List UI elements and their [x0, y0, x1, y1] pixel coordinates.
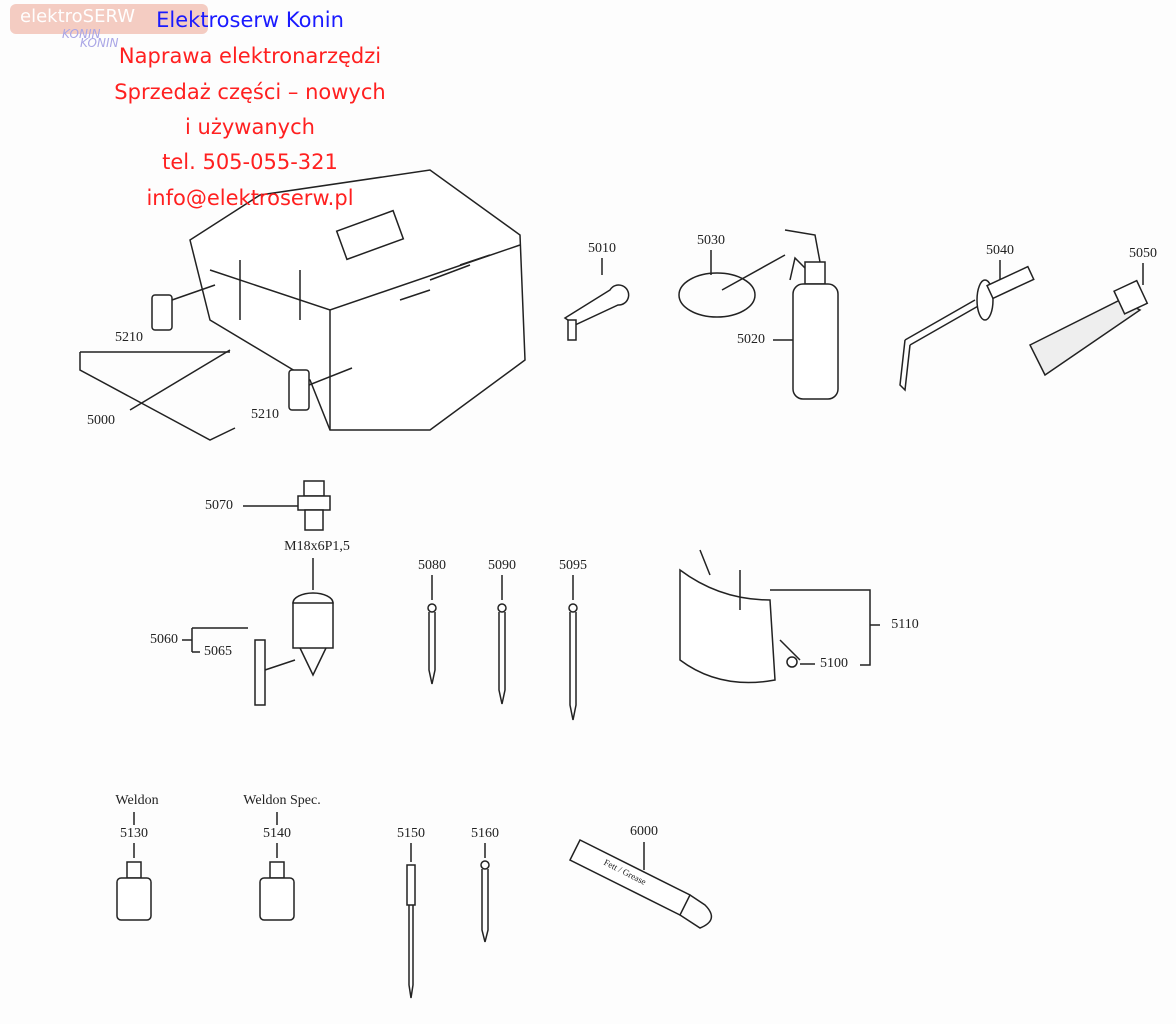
label-5060: 5060	[150, 632, 178, 647]
label-5095: 5095	[559, 558, 587, 573]
label-5100: 5100	[820, 656, 848, 671]
label-weldon-spec: Weldon Spec.	[243, 793, 321, 808]
label-5040: 5040	[986, 243, 1014, 258]
probe-part-5040	[899, 260, 1035, 392]
label-5065: 5065	[204, 644, 232, 659]
grease-tube-part-6000	[568, 838, 713, 929]
strap-part-5050	[1028, 263, 1149, 377]
label-5130: 5130	[120, 826, 148, 841]
label-5080: 5080	[418, 558, 446, 573]
key-part-5010	[563, 258, 630, 341]
company-name: Elektroserw Konin	[156, 8, 344, 32]
label-5210: 5210	[115, 330, 143, 345]
watermark-logo: elektroSERW	[10, 4, 208, 34]
logo-text: elektroSERW	[20, 6, 136, 27]
guard-part-5110	[679, 549, 880, 684]
phone: tel. 505-055-321	[162, 150, 338, 174]
label-5000: 5000	[87, 413, 115, 428]
label-5150: 5150	[397, 826, 425, 841]
ad-line-1: Naprawa elektronarzędzi	[118, 44, 382, 68]
latch-part-5210	[151, 284, 353, 411]
case-part-5000	[79, 169, 526, 441]
chuck-part-5060	[182, 558, 334, 706]
watermark-city-2: KONIN	[80, 36, 119, 50]
label-5020: 5020	[737, 332, 765, 347]
ad-line-3: i używanych	[185, 115, 315, 139]
ad-line-2: Sprzedaż części – nowych	[114, 80, 386, 104]
label-5030: 5030	[697, 233, 725, 248]
label-5070: 5070	[205, 498, 233, 513]
spray-bottle-part-5020	[678, 229, 839, 400]
drill-bits-5150-5160	[406, 843, 490, 999]
weldon-adapters-5130-5140	[116, 812, 295, 921]
label-5010: 5010	[588, 241, 616, 256]
label-5050: 5050	[1129, 246, 1157, 261]
label-5210-2: 5210	[251, 407, 279, 422]
label-5160: 5160	[471, 826, 499, 841]
label-weldon: Weldon	[115, 793, 159, 808]
adapter-part-5070	[243, 480, 331, 531]
pins-5080-5090-5095	[427, 575, 578, 721]
email: info@elektroserw.pl	[146, 186, 354, 210]
label-5140: 5140	[263, 826, 291, 841]
watermark-city: KONIN	[62, 27, 101, 41]
label-5090: 5090	[488, 558, 516, 573]
label-6000: 6000	[630, 824, 658, 839]
label-thread: M18x6P1,5	[284, 539, 350, 554]
label-5110: 5110	[891, 617, 919, 632]
